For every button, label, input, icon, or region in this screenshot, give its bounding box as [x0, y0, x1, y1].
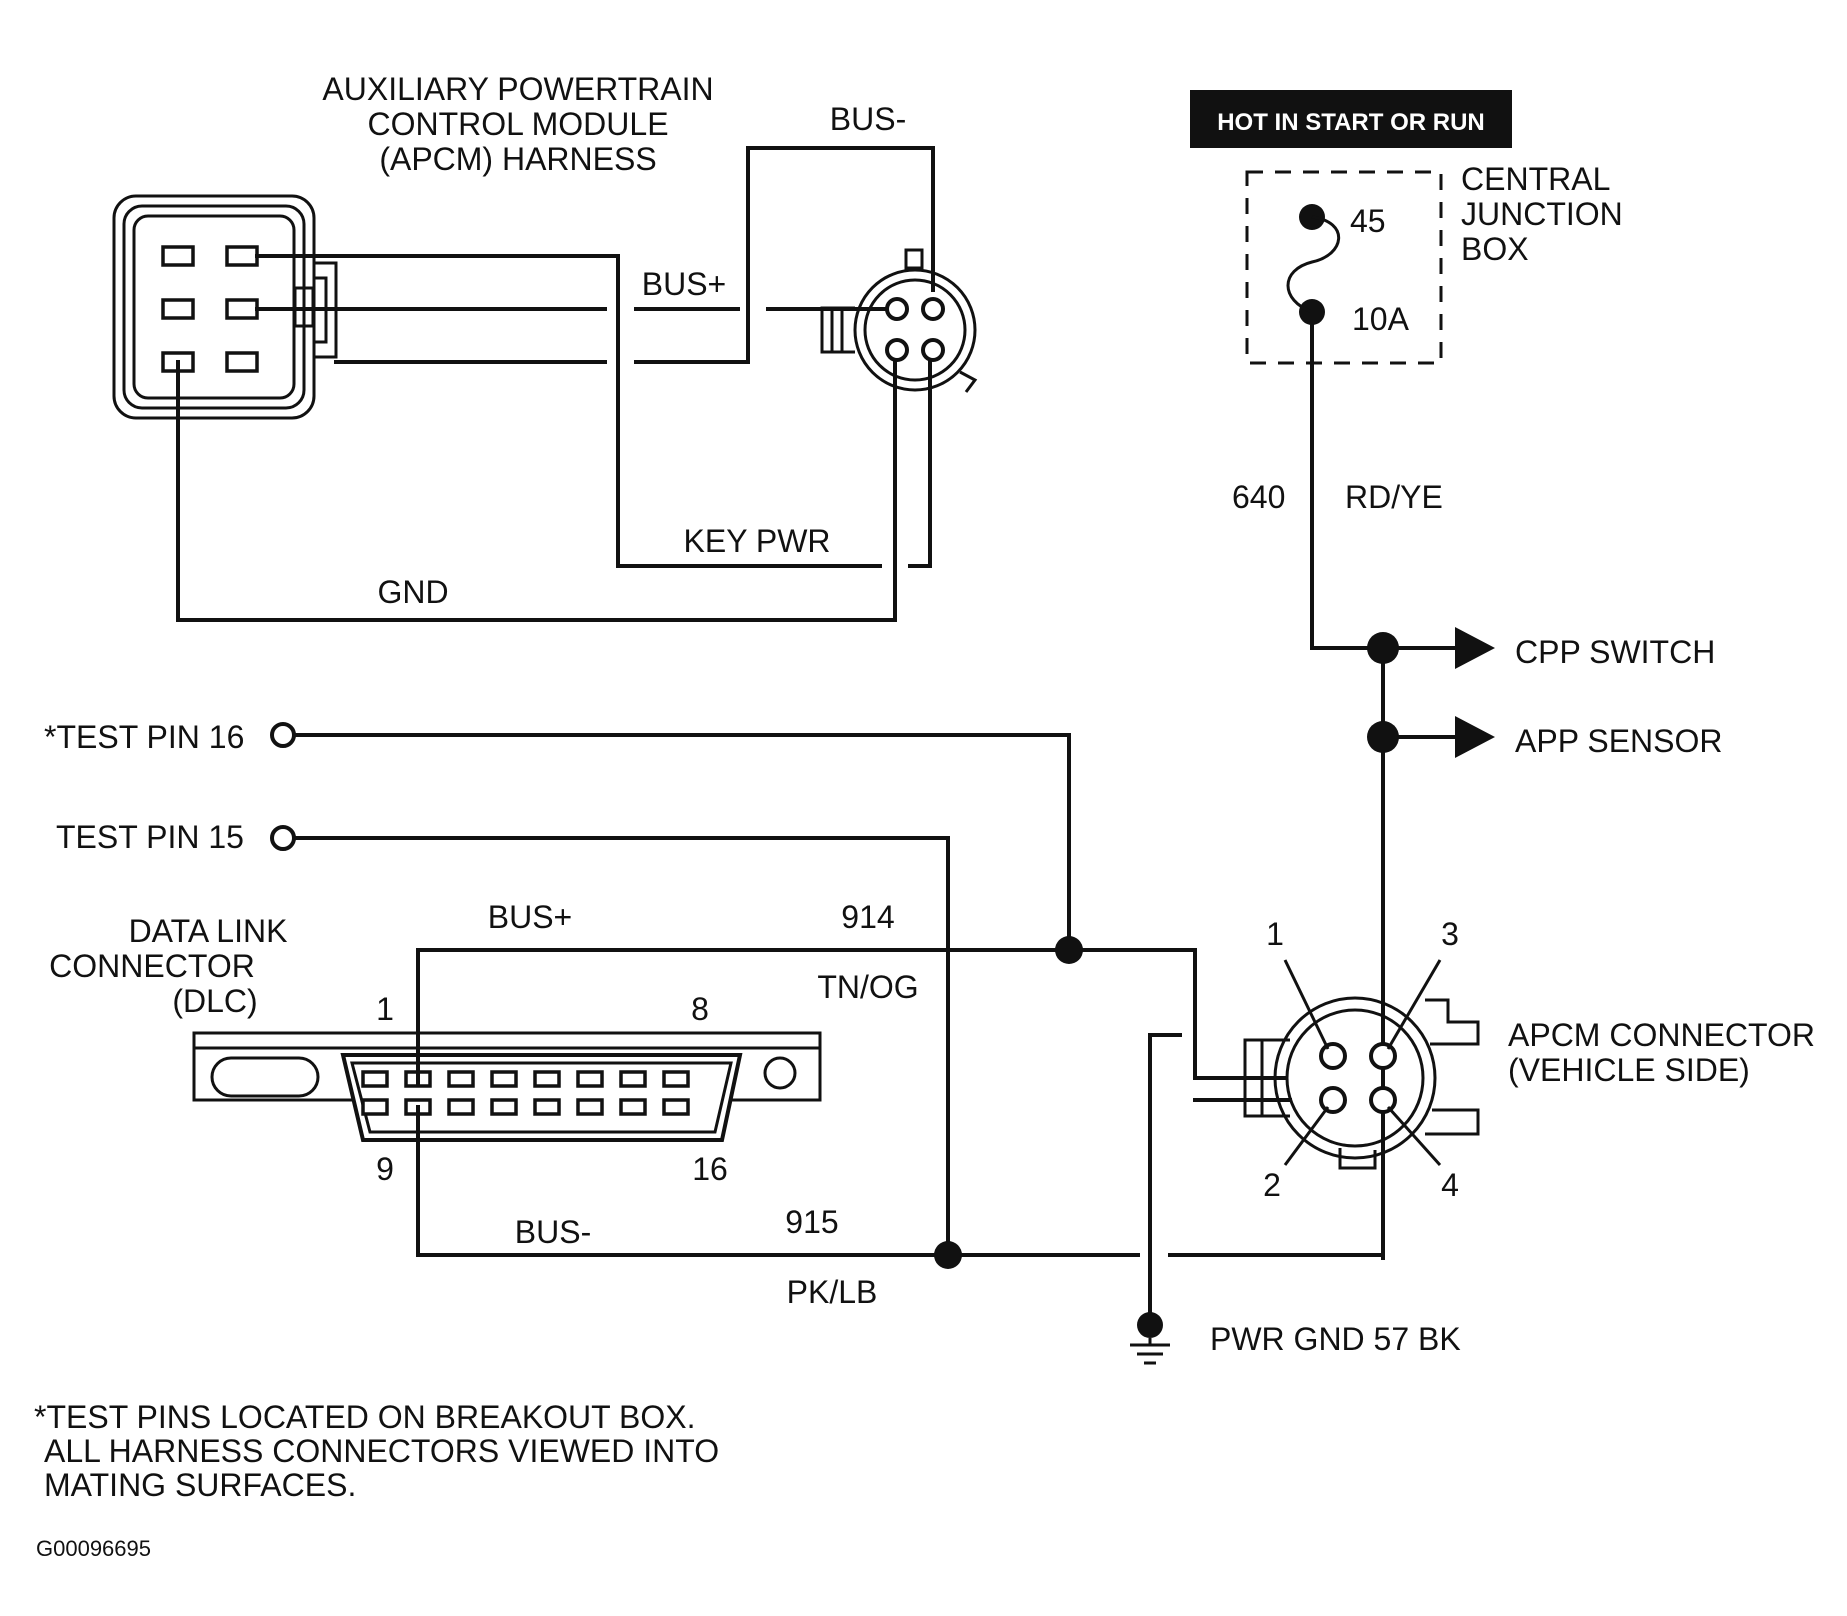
bus-minus-wire: BUS- 915 PK/LB [416, 1105, 1385, 1310]
svg-text:8: 8 [691, 991, 709, 1027]
svg-text:DATA LINK: DATA LINK [129, 913, 288, 949]
svg-text:BUS-: BUS- [515, 1214, 591, 1250]
svg-text:BUS+: BUS+ [488, 899, 572, 935]
svg-text:CENTRAL: CENTRAL [1461, 161, 1610, 197]
svg-text:1: 1 [1266, 916, 1284, 952]
hot-in-start-or-run-banner: HOT IN START OR RUN [1190, 90, 1512, 148]
svg-text:PWR GND 57 BK: PWR GND 57 BK [1210, 1321, 1461, 1357]
svg-text:16: 16 [692, 1151, 728, 1187]
svg-text:TN/OG: TN/OG [817, 969, 918, 1005]
svg-text:9: 9 [376, 1151, 394, 1187]
svg-text:APCM CONNECTOR: APCM CONNECTOR [1508, 1017, 1815, 1053]
test-pin-16: *TEST PIN 16 [44, 719, 1071, 952]
apcm-harness-title: AUXILIARY POWERTRAIN CONTROL MODULE (APC… [322, 71, 713, 177]
svg-text:CPP SWITCH: CPP SWITCH [1515, 634, 1715, 670]
svg-text:CONTROL MODULE: CONTROL MODULE [367, 106, 668, 142]
svg-text:10A: 10A [1352, 301, 1410, 337]
apcm-vehicle-connector: 1 3 2 4 APCM CONNECTOR (VEHICLE SIDE) [1243, 916, 1815, 1203]
power-feed-circuit: 640 RD/YE CPP SWITCH APP SENSOR [1232, 310, 1722, 1260]
svg-text:KEY PWR: KEY PWR [684, 523, 831, 559]
central-junction-box: 45 10A CENTRAL JUNCTION BOX [1245, 161, 1623, 365]
svg-text:915: 915 [785, 1204, 838, 1240]
svg-text:ALL HARNESS CONNECTORS VIEWED: ALL HARNESS CONNECTORS VIEWED INTO [44, 1433, 719, 1469]
test-pin-15: TEST PIN 15 [56, 819, 950, 1257]
svg-text:BUS-: BUS- [830, 101, 906, 137]
svg-text:JUNCTION: JUNCTION [1461, 196, 1623, 232]
harness-wire-labels: BUS- BUS+ KEY PWR GND [377, 101, 906, 610]
svg-text:*TEST PINS LOCATED ON BREAKOUT: *TEST PINS LOCATED ON BREAKOUT BOX. [34, 1399, 695, 1435]
svg-text:(DLC): (DLC) [172, 983, 257, 1019]
svg-text:PK/LB: PK/LB [787, 1274, 878, 1310]
data-link-connector: 1 8 9 16 [192, 991, 822, 1187]
svg-text:APP SENSOR: APP SENSOR [1515, 723, 1722, 759]
svg-text:GND: GND [377, 574, 448, 610]
svg-text:TEST PIN 15: TEST PIN 15 [56, 819, 244, 855]
svg-text:CONNECTOR: CONNECTOR [49, 948, 255, 984]
power-ground: PWR GND 57 BK [1130, 1033, 1461, 1365]
harness-round-connector [820, 248, 978, 393]
svg-text:1: 1 [376, 991, 394, 1027]
dlc-label: DATA LINK CONNECTOR (DLC) [49, 913, 287, 1019]
svg-text:HOT IN START OR RUN: HOT IN START OR RUN [1217, 109, 1485, 136]
svg-text:914: 914 [841, 899, 894, 935]
svg-text:(VEHICLE SIDE): (VEHICLE SIDE) [1508, 1052, 1750, 1088]
figure-id: G00096695 [36, 1536, 151, 1561]
svg-text:BOX: BOX [1461, 231, 1529, 267]
svg-text:*TEST PIN 16: *TEST PIN 16 [44, 719, 244, 755]
svg-text:BUS+: BUS+ [642, 266, 726, 302]
svg-text:MATING SURFACES.: MATING SURFACES. [44, 1467, 356, 1503]
svg-text:AUXILIARY POWERTRAIN: AUXILIARY POWERTRAIN [322, 71, 713, 107]
svg-text:4: 4 [1441, 1167, 1459, 1203]
svg-text:RD/YE: RD/YE [1345, 479, 1443, 515]
svg-text:45: 45 [1350, 203, 1386, 239]
footnote: *TEST PINS LOCATED ON BREAKOUT BOX. ALL … [34, 1399, 719, 1503]
svg-text:2: 2 [1263, 1167, 1281, 1203]
bus-plus-wire: BUS+ 914 TN/OG [416, 899, 1287, 1087]
svg-text:640: 640 [1232, 479, 1285, 515]
svg-text:3: 3 [1441, 916, 1459, 952]
svg-text:(APCM) HARNESS: (APCM) HARNESS [379, 141, 656, 177]
